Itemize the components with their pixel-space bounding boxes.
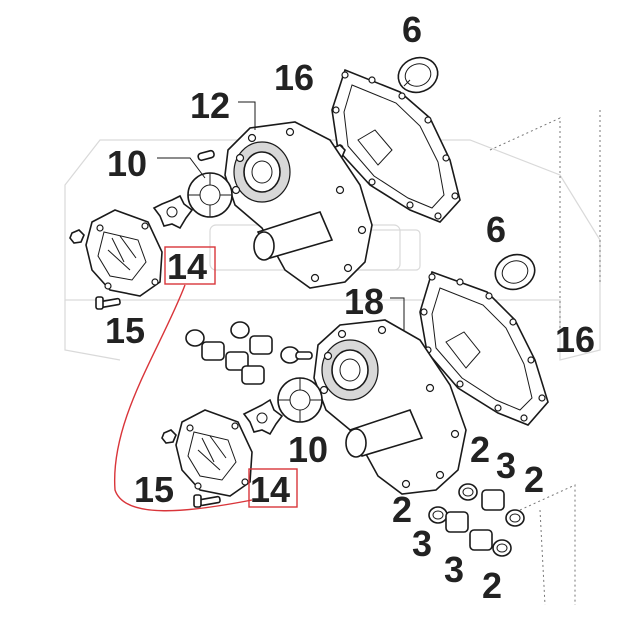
callout-14-upper: 14 [167, 246, 207, 287]
nut-lower [161, 429, 177, 444]
callout-2-a: 2 [470, 429, 490, 470]
gasket-lower [419, 270, 549, 426]
callout-14-lower: 14 [250, 469, 290, 510]
callout-12: 12 [190, 85, 230, 126]
callout-10-lower: 10 [288, 429, 328, 470]
callout-3-b: 3 [412, 523, 432, 564]
dowel-pin-upper [197, 149, 215, 162]
screw-upper [95, 296, 121, 310]
screw-lower [193, 494, 221, 508]
callout-labels: 6 16 12 10 14 15 6 18 16 10 15 14 2 3 2 … [105, 9, 595, 606]
callout-16-upper: 16 [274, 57, 314, 98]
inner-rotor-upper [152, 194, 194, 230]
oil-seal-upper [397, 56, 439, 94]
callout-6-lower: 6 [486, 209, 506, 250]
callout-2-c: 2 [392, 489, 412, 530]
oil-seal-lower [494, 253, 536, 291]
callout-15-upper: 15 [105, 310, 145, 351]
gasket-upper [331, 68, 461, 223]
pump-housing-12 [224, 121, 373, 289]
upper-assembly [69, 56, 461, 310]
cover-plate-upper [85, 209, 163, 297]
highlight-link-curve [113, 284, 253, 512]
leader-lines [157, 79, 411, 330]
nut-left [69, 229, 85, 244]
callout-3-a: 3 [496, 445, 516, 486]
callout-2-d: 2 [482, 565, 502, 606]
pump-housing-18 [313, 319, 467, 495]
lower-assembly [161, 253, 549, 557]
callout-16-lower: 16 [555, 319, 595, 360]
rotor-lower [277, 377, 323, 423]
dotted-frame-lines [489, 110, 601, 606]
callout-3-c: 3 [444, 549, 464, 590]
inner-rotor-lower [242, 398, 284, 436]
bushing-set [185, 321, 313, 385]
cover-plate-lower [175, 409, 253, 497]
callout-6-upper: 6 [402, 9, 422, 50]
highlight-box-14-lower [248, 468, 298, 508]
seal-bushing-set-right [428, 483, 525, 557]
rotor-upper [187, 172, 233, 218]
callout-15-lower: 15 [134, 469, 174, 510]
callout-10-upper: 10 [107, 143, 147, 184]
callout-2-b: 2 [524, 459, 544, 500]
highlight-box-14-upper [164, 246, 216, 285]
callout-18: 18 [344, 281, 384, 322]
